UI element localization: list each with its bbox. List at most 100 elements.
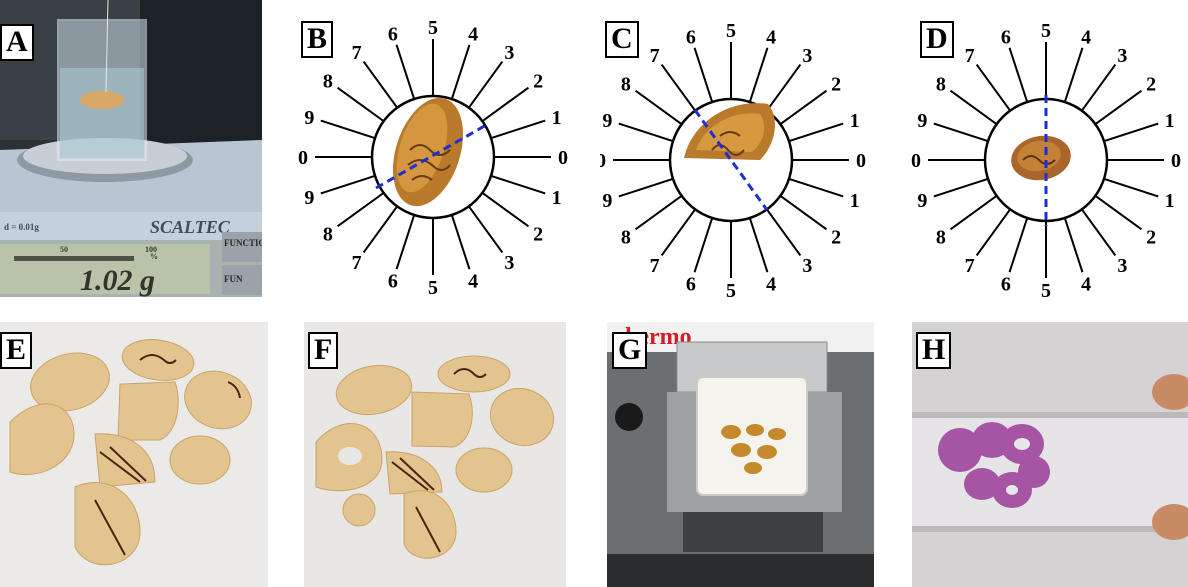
dial-spoke — [747, 47, 769, 106]
dial-tick-label: 2 — [533, 223, 543, 245]
dial-spoke — [449, 44, 471, 103]
dial-spoke — [320, 173, 379, 195]
dial-spoke — [1062, 47, 1084, 106]
dial-tick-label: 6 — [1001, 274, 1011, 296]
dial-tick-label: 9 — [602, 110, 612, 132]
dial-tick-label: 3 — [1117, 45, 1127, 67]
stained-slide-h — [912, 322, 1188, 587]
dial-spoke — [693, 214, 715, 273]
dial-tick-label: 4 — [766, 274, 776, 296]
dial-tick-label: 3 — [802, 45, 812, 67]
dial-spoke — [764, 206, 802, 257]
dial-spoke — [660, 206, 698, 257]
dial-spoke — [933, 122, 992, 144]
dial-tick-label: 2 — [533, 71, 543, 93]
dial-tick-label: 6 — [388, 271, 398, 293]
dial-spoke — [693, 47, 715, 106]
dial-tick-label: 0 — [558, 147, 568, 169]
dial-spoke — [1079, 63, 1117, 114]
brain-pieces-e — [0, 322, 268, 587]
dial-spoke — [1079, 206, 1117, 257]
func-label: FUNCTIO — [224, 238, 262, 248]
dial-spoke — [933, 176, 992, 198]
panel-label-d: D — [920, 21, 954, 58]
dial-tick-label: 9 — [917, 190, 927, 212]
dial-spoke — [785, 176, 844, 198]
dial-spoke — [320, 119, 379, 141]
dial-tick-label: 1 — [552, 107, 562, 129]
dial-spoke — [395, 44, 417, 103]
dial-spoke — [764, 63, 802, 114]
dial-tick-label: 3 — [504, 252, 514, 274]
panel-e-brain-pieces-photo: E — [0, 322, 268, 587]
dial-tick-label: 5 — [726, 280, 736, 302]
dial-spoke — [362, 203, 400, 254]
func-label-2: FUN — [224, 274, 243, 284]
dial-tick-label: 5 — [428, 17, 438, 39]
dial-tick-label: 8 — [323, 71, 333, 93]
dial-tick-label: 4 — [468, 271, 478, 293]
dial-tick-label: 4 — [1081, 26, 1091, 48]
cut-line-c — [693, 109, 769, 211]
panel-label-b: B — [301, 21, 334, 58]
dial-tick-label: 1 — [850, 110, 860, 132]
scale-spec-text: d = 0.01g — [4, 222, 39, 232]
dial-tick-label: 2 — [1146, 226, 1156, 248]
dial-spoke — [1100, 122, 1159, 144]
dial-spoke — [1092, 193, 1143, 231]
dial-tick-label: 5 — [1041, 20, 1051, 42]
dial-tick-label: 9 — [917, 110, 927, 132]
brain-specimen-b-highlight — [396, 103, 448, 193]
dial-spoke — [975, 63, 1013, 114]
dial-tick-label: 8 — [621, 226, 631, 248]
dial-spoke — [336, 86, 387, 124]
brain-pieces-f — [304, 322, 566, 587]
dial-tick-label: 4 — [468, 23, 478, 45]
dial-spoke — [336, 190, 387, 228]
dial-spoke — [777, 193, 828, 231]
dial-tick-label: 9 — [304, 187, 314, 209]
dial-spoke — [362, 60, 400, 111]
dial-spoke — [395, 211, 417, 270]
panel-label-c: C — [605, 21, 639, 58]
dial-spoke — [466, 60, 504, 111]
scale-brand-text: SCALTEC — [150, 217, 231, 237]
dial-spoke — [1008, 47, 1030, 106]
scale-photo-drawing: SCALTEC d = 0.01g 50 100 % 1.02 g FUNCTI… — [0, 0, 262, 297]
dial-tick-label: 7 — [352, 42, 362, 64]
dial-tick-label: 1 — [1165, 190, 1175, 212]
dial-tick-label: 6 — [388, 23, 398, 45]
dial-spoke — [1062, 214, 1084, 273]
panel-f-brain-pieces-photo: F — [304, 322, 566, 587]
dial-spoke — [487, 173, 546, 195]
bar-scale-50: 50 — [60, 245, 68, 254]
dial-tick-label: 4 — [766, 26, 776, 48]
dial-tick-label: 2 — [831, 74, 841, 96]
dial-tick-label: 0 — [911, 150, 921, 172]
panel-h-stained-slide-photo: H — [912, 322, 1188, 587]
dial-tick-label: 7 — [965, 255, 975, 277]
panel-g-microtome-photo: hermo G — [607, 322, 874, 587]
dial-spoke — [487, 119, 546, 141]
dial-tick-label: 0 — [1171, 150, 1181, 172]
dial-tick-label: 4 — [1081, 274, 1091, 296]
panel-a-scale-photo: SCALTEC d = 0.01g 50 100 % 1.02 g FUNCTI… — [0, 0, 262, 297]
dial-spoke — [660, 63, 698, 114]
dial-tick-label: 5 — [428, 277, 438, 299]
dial-spoke — [634, 89, 685, 127]
bar-scale-100: 100 — [145, 245, 157, 254]
panel-label-a: A — [0, 24, 34, 61]
dial-tick-label: 7 — [352, 252, 362, 274]
dial-spoke — [618, 176, 677, 198]
dial-tick-label: 5 — [726, 20, 736, 42]
panel-label-e: E — [0, 332, 33, 369]
scale-reading: 1.02 g — [80, 264, 155, 297]
panel-label-g: G — [612, 332, 648, 369]
dial-spoke — [1092, 89, 1143, 127]
dial-tick-label: 3 — [1117, 255, 1127, 277]
brain-folds-c — [711, 131, 745, 156]
dial-spoke — [618, 122, 677, 144]
